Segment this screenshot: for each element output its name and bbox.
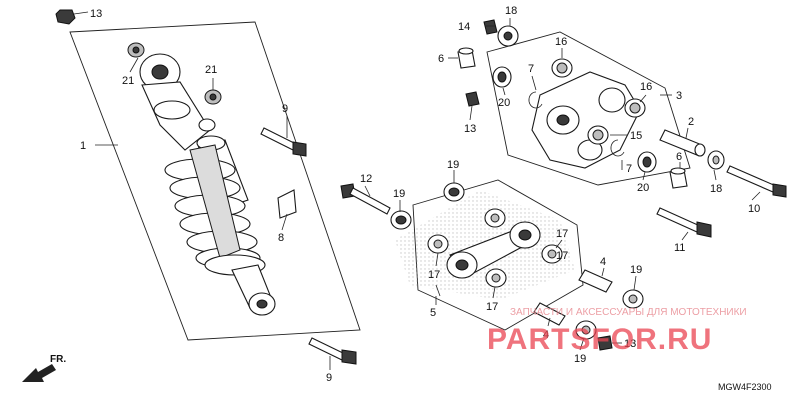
callout-21-left: 21 [122, 75, 134, 87]
bolt-10 [726, 165, 787, 198]
collar-15 [587, 125, 609, 145]
callout-18-top: 18 [505, 5, 517, 17]
shock-absorber [139, 53, 276, 316]
diagram-code: MGW4F2300 [718, 382, 772, 392]
cushion-arm [531, 71, 641, 169]
watermark-brand: PARTSFOR.RU [487, 323, 712, 356]
callout-8: 8 [278, 232, 284, 244]
seal-19-c [622, 289, 644, 309]
bolt-11 [656, 207, 712, 238]
bolt-12 [340, 183, 391, 215]
arrow-icon [22, 364, 56, 382]
seal-18-top [497, 25, 519, 47]
callout-17-a: 17 [428, 269, 440, 281]
bearing-20-right [637, 151, 657, 173]
bushing-17-c [541, 244, 563, 264]
seal-19-b [390, 210, 412, 230]
bearing-21-top [127, 42, 145, 58]
callout-9-upper: 9 [282, 103, 288, 115]
bearing-20-left [492, 66, 512, 88]
circlip-7-right [610, 139, 625, 157]
callout-6-left: 6 [438, 53, 444, 65]
callout-19-d: 19 [574, 353, 586, 365]
front-direction-arrow: FR. [22, 354, 66, 382]
callout-13-top: 13 [90, 8, 102, 20]
callout-15: 15 [630, 130, 642, 142]
callout-19-b: 19 [393, 188, 405, 200]
connecting-rod [446, 221, 541, 279]
pipe-4-right [578, 269, 613, 293]
callout-1: 1 [80, 140, 86, 152]
callout-14: 14 [458, 21, 470, 33]
bushing-17-a [484, 208, 506, 228]
bolt-9-lower [308, 337, 357, 365]
callout-11: 11 [674, 242, 685, 254]
callout-12: 12 [360, 173, 372, 185]
seal-19-a [443, 182, 465, 202]
bearing-21-side [204, 89, 222, 105]
bushing-17-d [485, 268, 507, 288]
callout-6-right: 6 [676, 151, 682, 163]
callout-19-c: 19 [630, 264, 642, 276]
pipe-4-lower [533, 302, 566, 326]
callout-2: 2 [688, 116, 694, 128]
callout-13-lower: 13 [624, 338, 636, 350]
label-sticker-part [277, 189, 297, 219]
bushing-16-right [624, 98, 646, 118]
direction-label: FR. [50, 354, 66, 365]
callout-16-right: 16 [640, 81, 652, 93]
callout-7-right: 7 [626, 163, 632, 175]
shock-assembly-frame [69, 21, 361, 341]
callout-17-b: 17 [556, 228, 568, 240]
callout-labels: 13 21 21 1 9 8 9 14 18 6 16 7 20 13 16 3… [80, 5, 760, 384]
seal-19-d [575, 320, 597, 340]
leader-lines [73, 11, 761, 370]
callout-9-lower: 9 [326, 372, 332, 384]
callout-21-right: 21 [205, 64, 217, 76]
circlip-7-left [528, 91, 543, 109]
nut-13-top [55, 9, 76, 25]
nut-13-mid [465, 91, 480, 107]
bushing-16-top [551, 58, 573, 78]
callout-18-right: 18 [710, 183, 722, 195]
bolt-9-upper [260, 127, 307, 157]
cap-6-left [457, 47, 476, 69]
callout-17-d: 17 [556, 250, 568, 262]
callout-20-left: 20 [498, 97, 510, 109]
callout-16-top: 16 [555, 36, 567, 48]
callout-5: 5 [430, 307, 436, 319]
watermark-caption: ЗАПЧАСТИ И АКСЕССУАРЫ ДЛЯ МОТОТЕХНИКИ [510, 307, 747, 318]
callout-4-right: 4 [600, 256, 606, 268]
callout-7-left: 7 [528, 63, 534, 75]
callout-20-right: 20 [637, 182, 649, 194]
callout-4-lower: 4 [543, 329, 549, 341]
callout-17-c: 17 [486, 301, 498, 313]
nut-13-lower [597, 335, 613, 351]
cap-6-right [669, 167, 688, 189]
seal-18-right [707, 150, 725, 170]
collar-2 [659, 129, 706, 157]
connecting-rod-frame [412, 179, 584, 331]
callout-3: 3 [676, 90, 682, 102]
callout-19-a: 19 [447, 159, 459, 171]
callout-10: 10 [748, 203, 760, 215]
callout-13-mid: 13 [464, 123, 476, 135]
bushing-17-b [427, 234, 449, 254]
watermark: ЗАПЧАСТИ И АКСЕССУАРЫ ДЛЯ МОТОТЕХНИКИ PA… [487, 307, 747, 356]
cap-14 [483, 19, 498, 35]
cushion-arm-frame [486, 31, 691, 186]
